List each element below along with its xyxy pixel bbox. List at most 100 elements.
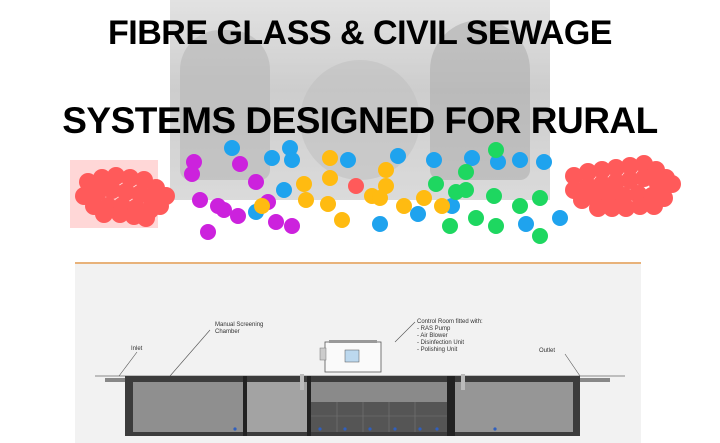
magenta-dot <box>184 166 200 182</box>
control-room-label: Control Room fitted with: <box>417 319 483 325</box>
red-dot <box>645 197 663 215</box>
control-room-side <box>319 347 327 361</box>
magenta-dot <box>284 218 300 234</box>
red-dot <box>593 161 611 179</box>
dot-annotation-layer <box>70 140 681 244</box>
green-dot <box>532 228 548 244</box>
blue-dot <box>390 148 406 164</box>
tank-chamber-4 <box>455 382 573 432</box>
red-dot <box>103 181 121 199</box>
sewage-system-diagram: Inlet Manual Screening Chamber Control R… <box>75 262 641 443</box>
orange-dot <box>320 196 336 212</box>
media-grid <box>311 402 447 432</box>
orange-dot <box>378 178 394 194</box>
green-dot <box>532 190 548 206</box>
orange-dot <box>254 198 270 214</box>
magenta-dot <box>216 202 232 218</box>
orange-dot <box>416 190 432 206</box>
blue-dot <box>282 140 298 156</box>
blue-dot <box>512 152 528 168</box>
green-dot <box>488 218 504 234</box>
red-dot <box>565 167 583 185</box>
tank-wall <box>307 376 311 436</box>
red-dot <box>151 197 169 215</box>
blue-dot <box>490 154 506 170</box>
riser-pipe <box>300 374 304 390</box>
green-dot <box>512 198 528 214</box>
blue-dot <box>552 210 568 226</box>
disinfection-unit-label: - Disinfection Unit <box>417 340 465 346</box>
green-dot <box>442 218 458 234</box>
green-dot <box>488 142 504 158</box>
red-dot <box>617 199 635 217</box>
blue-dot <box>276 182 292 198</box>
green-dot <box>468 210 484 226</box>
blue-dot <box>264 150 280 166</box>
title-line-1: FIBRE GLASS & CIVIL SEWAGE <box>108 14 613 52</box>
photo-shape <box>430 20 530 180</box>
red-dot <box>137 209 155 227</box>
outlet-label: Outlet <box>539 348 556 354</box>
magenta-dot <box>186 154 202 170</box>
magenta-dot <box>192 192 208 208</box>
control-room-window <box>344 349 360 363</box>
orange-dot <box>396 198 412 214</box>
red-dot <box>93 169 111 187</box>
blue-dot <box>340 152 356 168</box>
riser-pipe <box>461 374 465 390</box>
red-dot <box>95 205 113 223</box>
red-dot <box>621 171 639 189</box>
red-dot <box>621 157 639 175</box>
media-module <box>311 402 447 432</box>
magenta-dot <box>248 174 264 190</box>
blue-dot <box>284 152 300 168</box>
blue-dot <box>518 216 534 232</box>
red-dot <box>579 163 597 181</box>
diagram-drawing <box>95 321 625 436</box>
red-dot <box>348 178 364 194</box>
tank-chamber-2 <box>247 382 307 432</box>
orange-dot <box>296 176 312 192</box>
orange-dot <box>372 190 388 206</box>
red-dot <box>117 183 135 201</box>
polishing-unit-label: - Polishing Unit <box>417 347 458 353</box>
blue-dot <box>536 154 552 170</box>
outlet-pipe <box>580 378 610 382</box>
red-dot <box>589 199 607 217</box>
blue-dot <box>410 206 426 222</box>
blue-dot <box>464 150 480 166</box>
red-dot <box>631 197 649 215</box>
red-dot <box>603 199 621 217</box>
tank-wall <box>447 376 455 436</box>
ras-pump-label: - RAS Pump <box>417 326 451 332</box>
blue-dot <box>426 152 442 168</box>
orange-dot <box>334 212 350 228</box>
red-dot <box>89 183 107 201</box>
control-room-roof <box>329 340 377 343</box>
green-dot <box>428 176 444 192</box>
blue-dot <box>224 140 240 156</box>
manual-screening-label-2: Chamber <box>215 329 240 335</box>
inlet-label: Inlet <box>131 346 143 352</box>
green-dot <box>486 188 502 204</box>
magenta-dot <box>230 208 246 224</box>
red-dot <box>573 191 591 209</box>
magenta-dot <box>232 156 248 172</box>
orange-dot <box>298 192 314 208</box>
green-dot <box>458 182 474 198</box>
red-dot <box>663 175 681 193</box>
outlet-leader <box>564 353 581 377</box>
inlet-pipe <box>105 378 133 382</box>
green-dot <box>458 164 474 180</box>
orange-dot <box>322 150 338 166</box>
blue-dot <box>372 216 388 232</box>
magenta-dot <box>268 214 284 230</box>
orange-dot <box>322 170 338 186</box>
magenta-dot <box>200 224 216 240</box>
red-dot <box>121 169 139 187</box>
red-dot <box>111 205 129 223</box>
red-dot <box>607 173 625 191</box>
screening-leader <box>169 329 211 377</box>
air-blower-label: - Air Blower <box>417 333 448 339</box>
red-dot <box>607 159 625 177</box>
